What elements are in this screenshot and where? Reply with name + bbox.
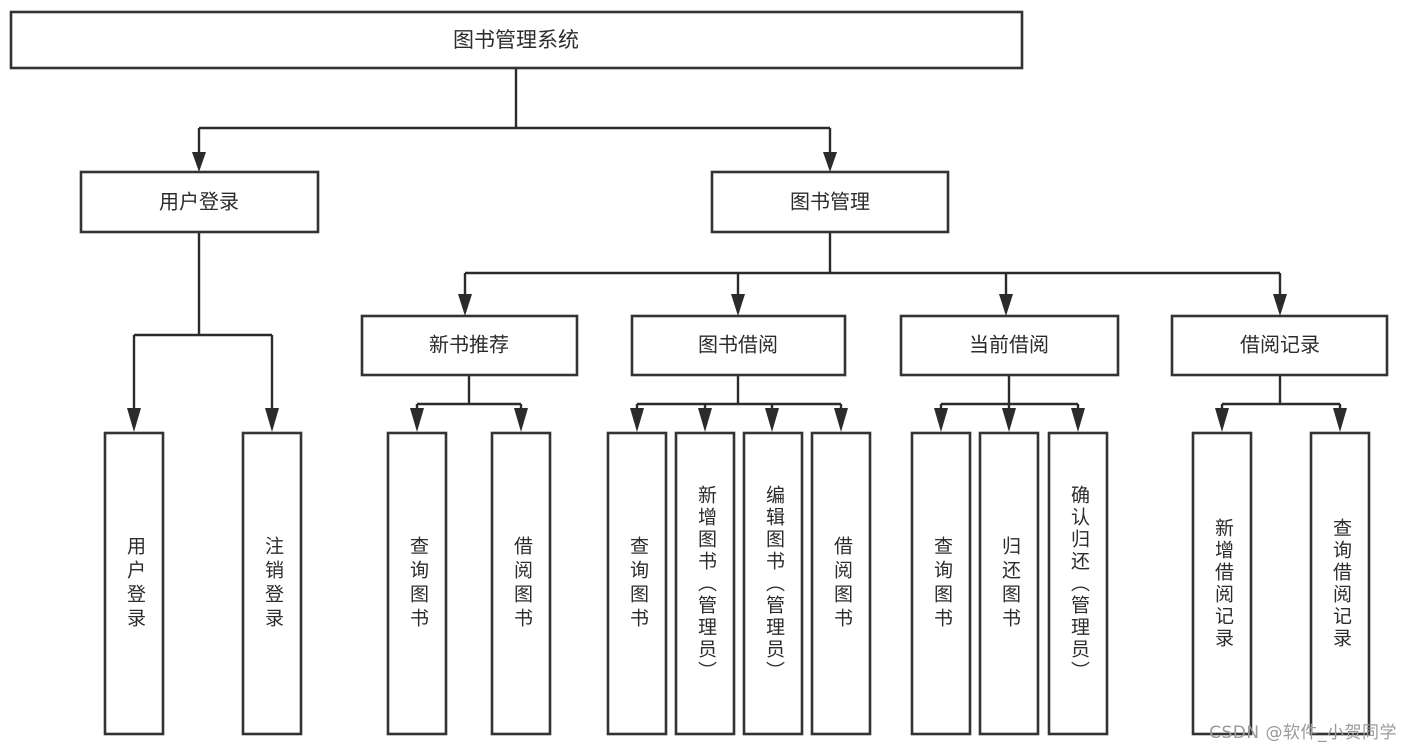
node-book-borrow-label: 图书借阅	[698, 333, 778, 357]
arrow-root-to-book-manage	[823, 152, 837, 172]
node-book-manage-label: 图书管理	[790, 190, 870, 214]
node-new-book-recommend[interactable]: 新书推荐	[360, 314, 579, 377]
node-current-borrow[interactable]: 当前借阅	[899, 314, 1120, 377]
arrow-to-book-borrow	[731, 294, 745, 316]
node-leaf-add-book-box[interactable]	[674, 431, 736, 736]
node-current-borrow-label: 当前借阅	[969, 333, 1049, 357]
arrow-new-book-recommend-leaf-1	[410, 408, 424, 432]
node-book-manage-box[interactable]	[710, 170, 950, 234]
node-book-manage[interactable]: 图书管理	[710, 170, 950, 234]
node-leaf-edit-book-box[interactable]	[742, 431, 804, 736]
node-user-login-label: 用户登录	[159, 190, 239, 214]
arrow-user-login-leaf-2	[265, 408, 279, 432]
csdn-watermark: CSDN @软件_小贺同学	[1209, 723, 1397, 743]
arrow-borrow-record-leaf-1	[1215, 408, 1229, 432]
arrow-to-current-borrow	[999, 294, 1013, 316]
arrow-borrow-record-leaf-2	[1333, 408, 1347, 432]
node-leaf-borrow-book-1-box[interactable]	[490, 431, 552, 736]
node-leaf-query-book-2-box[interactable]	[606, 431, 668, 736]
arrow-book-borrow-leaf-3	[765, 408, 779, 432]
node-leaf-user-login-box[interactable]	[103, 431, 165, 736]
arrow-current-borrow-leaf-1	[934, 408, 948, 432]
node-root-box[interactable]	[9, 10, 1024, 70]
node-book-borrow[interactable]: 图书借阅	[630, 314, 847, 377]
arrow-current-borrow-leaf-2	[1002, 408, 1016, 432]
node-current-borrow-box[interactable]	[899, 314, 1120, 377]
node-leaf-query-book-1-box[interactable]	[386, 431, 448, 736]
node-leaf-confirm-return-box[interactable]	[1047, 431, 1109, 736]
node-borrow-record[interactable]: 借阅记录	[1170, 314, 1389, 377]
node-leaf-query-record-box[interactable]	[1309, 431, 1371, 736]
node-leaf-borrow-book-2-box[interactable]	[810, 431, 872, 736]
arrow-user-login-leaf-1	[127, 408, 141, 432]
node-leaf-logout-box[interactable]	[241, 431, 303, 736]
node-leaf-return-book-box[interactable]	[978, 431, 1040, 736]
node-root-label: 图书管理系统	[453, 28, 579, 52]
node-root[interactable]: 图书管理系统	[9, 10, 1024, 70]
node-borrow-record-box[interactable]	[1170, 314, 1389, 377]
connector-layer	[127, 68, 1347, 432]
arrow-book-borrow-leaf-4	[834, 408, 848, 432]
arrow-to-new-book-recommend	[458, 294, 472, 316]
node-user-login[interactable]: 用户登录	[79, 170, 320, 234]
arrow-current-borrow-leaf-3	[1071, 408, 1085, 432]
node-leaf-query-book-3-box[interactable]	[910, 431, 972, 736]
arrow-to-borrow-record	[1273, 294, 1287, 316]
node-borrow-record-label: 借阅记录	[1240, 333, 1320, 357]
node-new-book-recommend-box[interactable]	[360, 314, 579, 377]
arrow-new-book-recommend-leaf-2	[514, 408, 528, 432]
node-new-book-recommend-label: 新书推荐	[429, 333, 509, 357]
arrow-book-borrow-leaf-1	[630, 408, 644, 432]
arrow-root-to-user-login	[192, 152, 206, 172]
node-book-borrow-box[interactable]	[630, 314, 847, 377]
node-user-login-box[interactable]	[79, 170, 320, 234]
node-leaf-add-record-box[interactable]	[1191, 431, 1253, 736]
leaf-box-layer	[103, 431, 1371, 736]
arrow-book-borrow-leaf-2	[698, 408, 712, 432]
